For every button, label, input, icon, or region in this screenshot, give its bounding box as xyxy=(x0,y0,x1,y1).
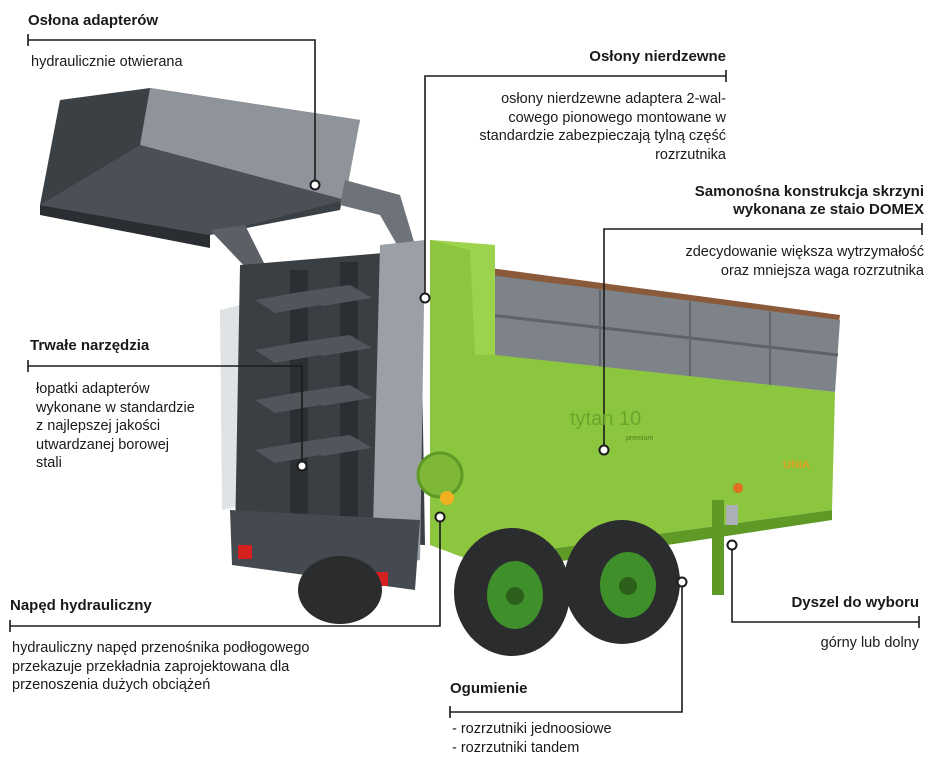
adapter-cover xyxy=(40,88,415,272)
leader-ogumienie xyxy=(450,582,683,713)
leader-oslona xyxy=(28,39,316,185)
callout-dyszel-desc: górny lub dolny xyxy=(820,635,919,651)
callout-oslona-desc: hydraulicznie otwierana xyxy=(31,54,183,70)
callout-samonosna-desc: zdecydowanie większa wytrzymałość oraz m… xyxy=(685,243,924,280)
desc-line: przenoszenia dużych obciążeń xyxy=(12,677,211,693)
dot-dyszel xyxy=(726,539,738,551)
dot-trwale xyxy=(296,460,308,472)
leader-trwale xyxy=(28,365,303,466)
desc-line: wykonane w standardzie xyxy=(36,399,195,416)
desc-line: przekazuje przekładnia zaprojektowana dl… xyxy=(12,658,290,675)
desc-line: rozrzutnika xyxy=(655,146,726,163)
leader-naped xyxy=(10,517,441,627)
title-line: wykonana ze staio DOMEX xyxy=(733,201,924,218)
dot-samonosna xyxy=(598,444,610,456)
desc-line: zdecydowanie większa wytrzymałość xyxy=(685,244,924,260)
dot-oslony xyxy=(419,292,431,304)
callout-trwale-desc: łopatki adapterów wykonane w standardzie… xyxy=(36,380,195,473)
desc-line: standardzie zabezpieczają tylną część xyxy=(479,128,726,144)
leader-samonosna xyxy=(603,228,922,450)
desc-line: - rozrzutniki jednoosiowe xyxy=(452,721,612,737)
leader-dyszel xyxy=(731,545,919,623)
callout-oslona-title: Osłona adapterów xyxy=(28,12,159,29)
callout-ogumienie-title: Ogumienie xyxy=(450,680,528,697)
desc-line: z najlepszej jakości xyxy=(36,418,161,434)
desc-line: osłony nierdzewne adaptera 2-wal- xyxy=(501,91,726,107)
model-lettering: tytan 10 xyxy=(570,408,641,430)
callout-samonosna-title: Samonośna konstrukcja skrzyni wykonana z… xyxy=(695,183,924,219)
leader-dots xyxy=(296,179,738,588)
model-sub-lettering: premium xyxy=(626,435,653,442)
beater-frame xyxy=(220,240,425,590)
callout-trwale-title: Trwałe narzędzia xyxy=(30,337,150,354)
callout-naped-desc: hydrauliczny napęd przenośnika podłogowe… xyxy=(12,639,309,695)
leader-lines xyxy=(10,39,922,713)
desc-line: hydrauliczny napęd przenośnika podłogowe… xyxy=(12,640,310,656)
callout-dyszel-title: Dyszel do wyboru xyxy=(791,594,919,611)
desc-line: oraz mniejsza waga rozrzutnika xyxy=(720,262,924,279)
callout-oslony-title: Osłony nierdzewne xyxy=(589,48,726,65)
callout-naped-title: Napęd hydrauliczny xyxy=(10,597,152,614)
desc-line: cowego pionowego montowane w xyxy=(508,109,726,126)
brand-lettering: UNIA xyxy=(783,459,810,471)
title-line: Samonośna konstrukcja skrzyni xyxy=(694,183,924,200)
callout-ogumienie-desc: - rozrzutniki jednoosiowe - rozrzutniki … xyxy=(452,720,612,757)
dot-oslona xyxy=(309,179,321,191)
dot-naped xyxy=(434,511,446,523)
desc-line: utwardzanej borowej xyxy=(36,436,169,453)
callout-oslony-desc: osłony nierdzewne adaptera 2-wal- cowego… xyxy=(479,90,726,164)
desc-line: łopatki adapterów xyxy=(36,381,150,397)
tandem-wheels xyxy=(298,520,680,656)
desc-line: - rozrzutniki tandem xyxy=(452,739,580,756)
desc-line: stali xyxy=(36,455,62,471)
leader-end-ticks xyxy=(9,34,923,718)
leader-oslony xyxy=(424,75,726,298)
dot-ogumienie xyxy=(676,576,688,588)
